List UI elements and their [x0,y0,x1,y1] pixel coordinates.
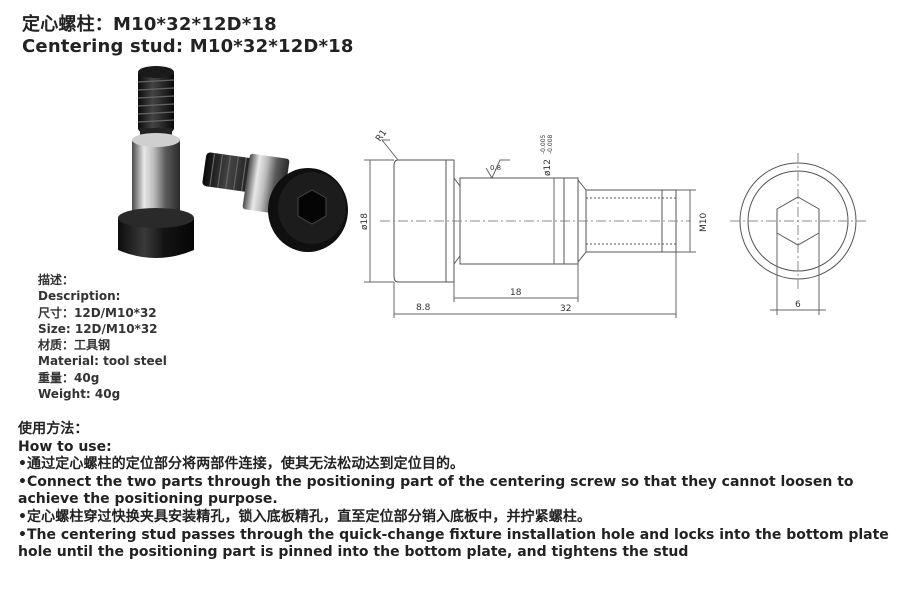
usage-heading-en: How to use: [18,438,112,455]
label-roughness: 0.8 [490,164,501,172]
label-dim-head: 8.8 [416,303,431,313]
label-tol-upper: -0.005 [540,134,547,154]
title-english: Centering stud: M10*32*12D*18 [22,36,354,57]
product-photo [118,66,348,258]
usage-block: 使用方法： How to use: •通过定心螺柱的定位部分将两部件连接，使其无… [18,421,898,562]
label-tol-lower: -0.008 [547,134,554,154]
dimension-lines [364,139,696,318]
usage-point1-en: •Connect the two parts through the posit… [18,473,854,508]
label-thread: M10 [699,213,709,232]
end-view [730,153,866,315]
desc-heading-cn: 描述： [38,273,75,287]
lying-stud [202,152,348,252]
label-dim-total: 32 [560,304,571,314]
label-dim-shoulder: 18 [510,288,522,298]
desc-weight-en: Weight: 40g [38,387,121,402]
desc-heading-en: Description: [38,289,121,304]
usage-heading-cn: 使用方法： [18,421,89,437]
upright-stud [118,66,194,258]
desc-size-en: Size: 12D/M10*32 [38,321,158,336]
label-head-dia: ø18 [360,213,370,230]
usage-point2-en: •The centering stud passes through the q… [18,526,889,561]
usage-point2-cn: •定心螺柱穿过快换夹具安装精孔，锁入底板精孔，直至定位部分销入底板中，并拧紧螺柱… [18,508,592,525]
side-view [380,159,690,283]
desc-size-cn: 尺寸：12D/M10*32 [38,305,157,320]
label-chamfer: R1 [374,128,389,144]
desc-weight-cn: 重量：40g [38,370,100,385]
label-shoulder-dia: ø12 [543,159,553,176]
technical-drawing: R1 0.8 ø12 -0.005 -0.008 ø18 M10 8.8 18 … [360,128,866,318]
usage-point1-cn: •通过定心螺柱的定位部分将两部件连接，使其无法松动达到定位目的。 [18,456,465,473]
description-block: 描述： Description: 尺寸：12D/M10*32 Size: 12D… [38,272,167,402]
label-dim-hex: 6 [795,300,801,310]
desc-material-cn: 材质：工具钢 [38,338,111,353]
desc-material-en: Material: tool steel [38,354,167,369]
title-chinese: 定心螺柱：M10*32*12D*18 [22,14,277,35]
